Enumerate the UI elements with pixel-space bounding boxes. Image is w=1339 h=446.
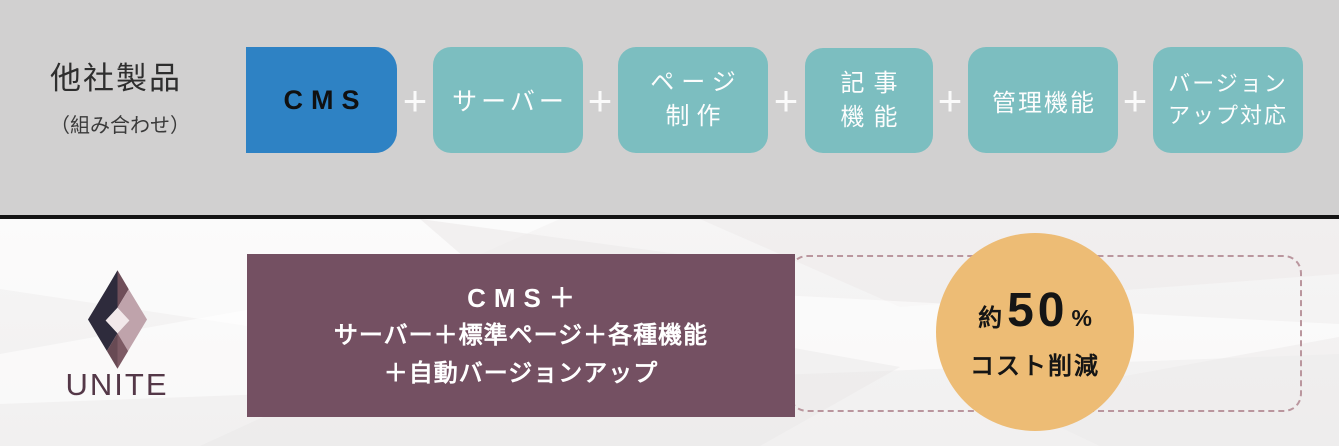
box-page-label-line2: 制作 — [665, 103, 728, 130]
box-admin-label: 管理機能 — [992, 89, 1096, 117]
box-server-label: サーバー — [452, 88, 568, 116]
box-cms: CMS — [246, 47, 397, 153]
unite-logo-diamond-icon — [87, 270, 148, 369]
cost-badge-value: 50 — [1007, 284, 1069, 337]
box-version-label-line2: アップ対応 — [1167, 103, 1288, 128]
section-divider — [0, 215, 1339, 219]
competitor-label-sub: （組み合わせ） — [50, 115, 190, 138]
box-page-label-line1: ページ — [650, 69, 743, 96]
box-cms-label: CMS — [283, 84, 368, 115]
competitor-label-main: 他社製品 — [50, 61, 182, 96]
cost-reduction-badge: 約 50 % コスト削減 — [936, 233, 1134, 431]
cost-badge-prefix: 約 — [978, 305, 1003, 332]
competitor-section: 他社製品 （組み合わせ） CMS + サーバー + ページ 制作 + 記事 機能… — [0, 0, 1339, 216]
plus-icon: + — [1122, 77, 1148, 124]
unite-logo-wordmark: UNITE — [65, 367, 169, 402]
competitor-label: 他社製品 （組み合わせ） — [50, 60, 240, 138]
box-server: サーバー — [433, 47, 583, 153]
bundle-line-2: サーバー＋標準ページ＋各種機能 — [333, 321, 709, 349]
box-article-label-line2: 機能 — [840, 103, 907, 131]
cost-badge-label: コスト削減 — [970, 353, 1100, 380]
plus-icon: + — [937, 77, 963, 124]
bundle-line-3: ＋自動バージョンアップ — [383, 359, 659, 387]
unite-section: UNITE CMS＋ サーバー＋標準ページ＋各種機能 ＋自動バージョンアップ 約… — [0, 219, 1339, 446]
box-version-label-line1: バージョン — [1168, 71, 1288, 96]
box-version-support: バージョン アップ対応 — [1153, 47, 1303, 153]
cost-badge-value-row: 約 50 % — [978, 283, 1092, 338]
box-admin-function: 管理機能 — [968, 47, 1118, 153]
bundle-line-1: CMS＋ — [467, 282, 583, 313]
cost-badge-unit: % — [1071, 305, 1092, 331]
plus-icon: + — [773, 77, 799, 124]
unite-bundle-box: CMS＋ サーバー＋標準ページ＋各種機能 ＋自動バージョンアップ — [247, 254, 795, 417]
box-page-production: ページ 制作 — [618, 47, 768, 153]
plus-icon: + — [402, 77, 428, 124]
plus-icon: + — [587, 77, 613, 124]
box-article-label-line1: 記事 — [840, 69, 907, 97]
box-article-function: 記事 機能 — [805, 48, 933, 153]
